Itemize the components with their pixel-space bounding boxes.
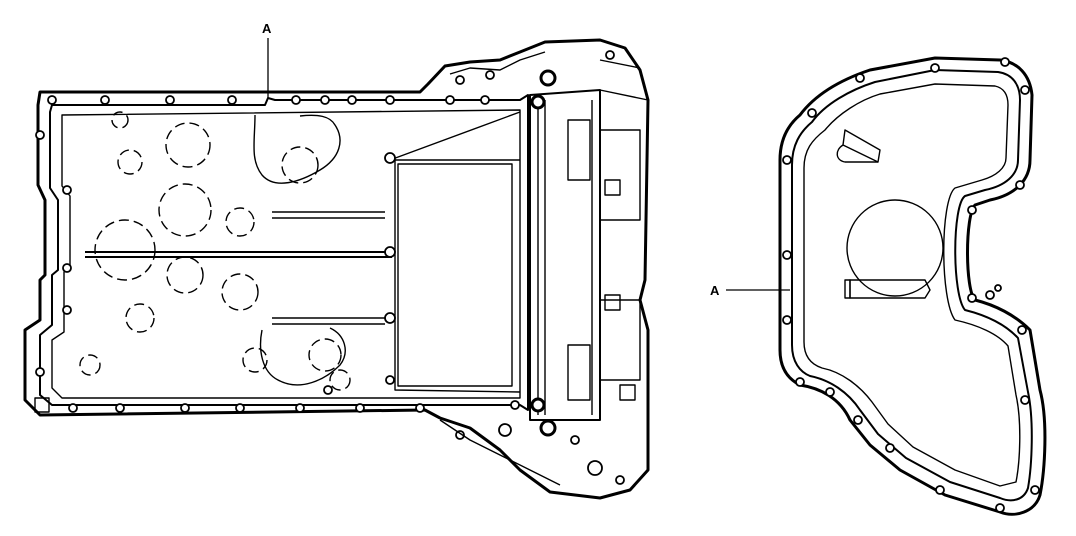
left-pan-rear-housing	[439, 50, 649, 486]
right-oil-pan-view: A	[710, 56, 1047, 516]
drain-plug	[34, 397, 50, 413]
left-pan-outer-outline	[23, 38, 650, 500]
right-pan-bolt-holes	[782, 57, 1040, 513]
left-pan-bolt-holes	[35, 95, 520, 413]
right-callout-a: A	[710, 283, 790, 298]
left-callout-a: A	[262, 21, 272, 99]
left-callout-a-label: A	[262, 21, 272, 36]
oil-pickup-circle	[846, 199, 944, 297]
left-gasket-bead	[39, 94, 529, 411]
right-gasket-bead	[791, 69, 1033, 502]
left-oil-pan-view: A	[23, 21, 650, 500]
right-callout-a-label: A	[710, 283, 720, 298]
